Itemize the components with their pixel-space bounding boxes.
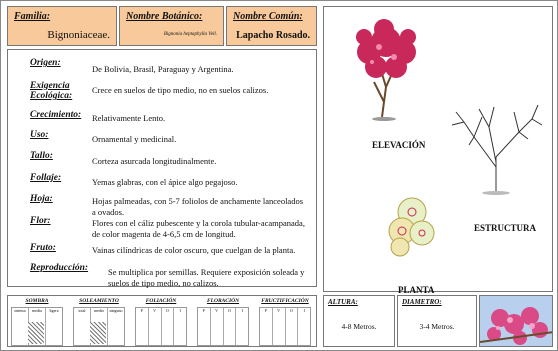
cell: intensa [12,308,29,345]
elevacion-caption: ELEVACIÓN [372,140,426,150]
cell: ninguno [109,308,123,313]
familia-value: Bignoniaceae. [47,29,110,41]
row-label: Hoja: [30,194,53,204]
cell: V [211,308,224,345]
cell: V [149,308,162,345]
familia-label: Familia: [14,11,51,22]
diametro-box: DIAMETRO: 3-4 Metros. [397,295,477,347]
soleamiento-box: SOLEAMIENTO total medio ninguno [70,296,128,346]
description-panel: Origen: De Bolivia, Brasil, Paraguay y A… [7,49,317,288]
row-label: Flor: [30,216,51,226]
floracion-cells: P V O I [197,307,249,346]
cell: I [303,308,305,313]
row-value: Relativamente Lento. [92,113,166,123]
row-value: Vainas cilíndricas de color oscuro, que … [92,245,296,255]
familia-cell: Familia: Bignoniaceae. [7,6,117,46]
row-label: Tallo: [30,151,53,161]
row-label: Crecimiento: [30,110,82,120]
sombra-indicator [28,322,44,344]
comun-cell: Nombre Común: Lapacho Rosado. [226,6,317,46]
flower-photo [479,295,553,347]
cell: O [162,308,175,345]
cell: P [260,308,273,345]
cell: O [286,308,299,345]
floracion-label: FLORACIÓN [206,298,240,304]
botanico-value: Bignonia heptaphylla Vell. [163,32,217,37]
fructificacion-label: FRUCTIFICACIÓN [261,298,309,304]
foliacion-cells: P V O I [135,307,187,346]
cell: P [136,308,149,345]
cell: media [29,308,46,345]
row-value: Se multiplica por semillas. Requiere exp… [108,267,305,288]
tree-drawings [356,19,543,257]
row-label: Exigencia Ecológica: [30,81,73,101]
altura-label: ALTURA: [328,298,358,306]
climate-strip: SOMBRA intensa media ligera SOLEAMIENTO … [7,295,317,347]
cell: P [198,308,211,345]
fructificacion-box: FRUCTIFICACIÓN P V O I [256,296,314,346]
sombra-box: SOMBRA intensa media ligera [8,296,66,346]
drawings-panel: ELEVACIÓN ESTRUCTURA PLANTA [323,6,553,295]
botanico-cell: Nombre Botánico: Bignonia heptaphylla Ve… [119,6,224,46]
diametro-value: 3-4 Metros. [419,322,455,331]
floracion-box: FLORACIÓN P V O I [194,296,252,346]
diametro-label: DIAMETRO: [402,298,442,306]
comun-label: Nombre Común: [233,11,303,22]
row-value: Yemas glabras, con el ápice algo pegajos… [92,177,238,187]
altura-box: ALTURA: 4-8 Metros. [323,295,395,347]
row-label: Origen: [30,58,61,68]
cell: V [273,308,286,345]
botanico-label: Nombre Botánico: [126,11,203,22]
foliacion-label: FOLIACIÓN [145,298,177,304]
row-label: Uso: [30,130,49,140]
soleamiento-indicator [90,322,106,344]
planta-caption: PLANTA [398,285,435,295]
row-value: Flores con el cáliz pubescente y la coro… [92,218,305,239]
flower-photo-icon [480,296,552,346]
row-label: Reproducción: [30,263,89,273]
altura-value: 4-8 Metros. [341,322,377,331]
row-value: Crece en suelos de tipo medio, no en sue… [92,85,269,95]
row-value: Hojas palmeadas, con 5-7 foliolos de anc… [92,196,304,217]
structure-tree-icon [451,104,543,195]
cell: ligera [49,308,59,313]
cell: medio [91,308,108,345]
cell: I [179,308,181,313]
comun-value: Lapacho Rosado. [236,30,310,41]
cell: total [74,308,91,345]
row-value: Corteza asurcada longitudinalmente. [92,156,217,166]
elevation-tree-icon [356,19,416,121]
soleamiento-label: SOLEAMIENTO [79,298,119,304]
row-value: Ornamental y medicinal. [92,134,177,144]
row-label: Fruto: [30,243,56,253]
sombra-label: SOMBRA [25,298,49,304]
row-value: De Bolivia, Brasil, Paraguay y Argentina… [92,64,234,74]
cell: I [241,308,243,313]
fructificacion-cells: P V O I [259,307,311,346]
row-label: Follaje: [30,173,62,183]
foliacion-box: FOLIACIÓN P V O I [132,296,190,346]
estructura-caption: ESTRUCTURA [474,223,537,233]
cell: O [224,308,237,345]
plan-view-icon [388,197,435,257]
